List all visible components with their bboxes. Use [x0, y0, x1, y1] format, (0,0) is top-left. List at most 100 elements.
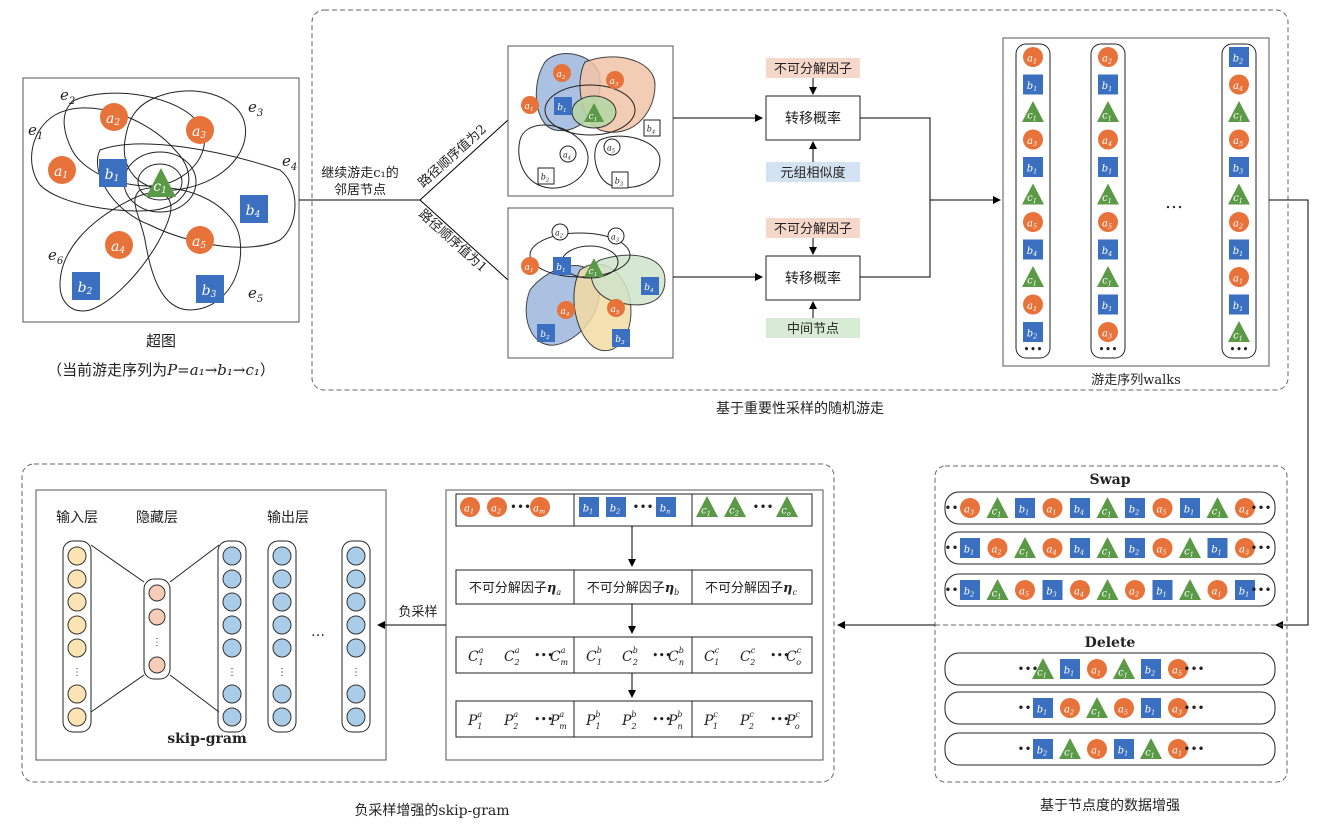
svg-text:b1: b1 [1027, 81, 1037, 93]
walk-node-b4: b4 [1023, 239, 1043, 260]
seq-end-2: ••• [1098, 343, 1117, 356]
row-ellipsis: ••• [1250, 541, 1271, 555]
svg-text:b3: b3 [615, 177, 623, 188]
svg-text:b1: b1 [1064, 665, 1074, 677]
neuron [148, 608, 166, 626]
neuron [346, 638, 366, 658]
walk-section-title: 基于重要性采样的随机游走 [716, 400, 884, 417]
node-b4: b4 [641, 277, 659, 295]
walk-node-a3: a3 [1023, 129, 1043, 150]
svg-text:b2: b2 [964, 586, 974, 598]
svg-text:a1: a1 [524, 102, 533, 113]
skipgram-model-label: skip-gram [167, 731, 247, 747]
svg-text:a4: a4 [1046, 544, 1056, 556]
svg-text:a4: a4 [1102, 136, 1112, 148]
svg-text:a3: a3 [1172, 704, 1182, 716]
svg-text:a5: a5 [1172, 665, 1182, 677]
svg-text:a3: a3 [611, 233, 619, 244]
aug-node-c1: c1 [986, 497, 1009, 518]
node-b2: b2 [537, 324, 555, 342]
svg-text:b4: b4 [1074, 504, 1084, 516]
transition-flow-top: 不可分解因子 转移概率 元组相似度 [673, 58, 861, 182]
svg-text:b2: b2 [541, 173, 549, 184]
neuron [67, 592, 87, 612]
aug-node-b1: b1 [1141, 698, 1161, 718]
aug-node-a4: a4 [1070, 580, 1090, 600]
svg-text:bn: bn [660, 503, 671, 515]
aug-node-b1: b1 [960, 538, 980, 558]
node-a1: a1 [521, 257, 539, 275]
aug-node-b1: b1 [1015, 498, 1035, 518]
aug-node-a4: a4 [1235, 498, 1255, 518]
walk-node-b1: b1 [1098, 294, 1118, 315]
svg-text:a3: a3 [964, 504, 974, 516]
svg-text:a5: a5 [1233, 136, 1243, 148]
walk-node-c1: c1 [1228, 183, 1250, 205]
row-ellipsis: ••• [1183, 742, 1204, 756]
svg-text:c1: c1 [1102, 588, 1112, 600]
neg-sampling-label: 负采样 [398, 605, 437, 620]
cell-ellipsis: ••• [534, 649, 553, 662]
aug-node-b4: b4 [1070, 538, 1090, 558]
aug-node-a3: a3 [960, 498, 980, 518]
svg-text:b1: b1 [1027, 163, 1037, 175]
svg-text:a5: a5 [610, 305, 619, 316]
aug-node-a4: a4 [1042, 538, 1063, 558]
svg-text:b2: b2 [1027, 328, 1037, 340]
node-a1: a1 [48, 156, 76, 184]
row-ellipsis: ••• [1017, 662, 1038, 676]
svg-text:c1: c1 [1102, 506, 1112, 518]
svg-text:b2: b2 [610, 503, 620, 515]
aug-node-c1: c1 [1096, 579, 1119, 600]
svg-text:a4: a4 [560, 307, 569, 318]
svg-text:b2: b2 [1145, 665, 1155, 677]
walk-node-a4: a4 [1229, 74, 1249, 95]
neuron [272, 707, 292, 727]
svg-text:c1: c1 [1118, 667, 1128, 679]
walk-node-a1: a1 [1023, 47, 1043, 67]
aug-node-a5: a5 [1152, 538, 1173, 558]
svg-text:b3: b3 [615, 335, 625, 346]
neuron [272, 546, 292, 566]
neuron [272, 569, 292, 589]
neuron [67, 546, 87, 566]
svg-text:b2: b2 [540, 330, 550, 341]
neuron [67, 615, 87, 635]
seq-end-3: ••• [1229, 343, 1248, 356]
svg-text:c1: c1 [1233, 330, 1243, 342]
svg-text:a5: a5 [1027, 218, 1037, 230]
node-a5: a5 [607, 299, 625, 317]
neuron-ellipsis: ⋮ [227, 667, 237, 678]
table-node-b1: b1 [579, 497, 599, 517]
svg-text:a3: a3 [1027, 136, 1037, 148]
svg-text:b1: b1 [1156, 586, 1166, 598]
svg-text:b1: b1 [1233, 301, 1243, 313]
svg-text:a1: a1 [1046, 504, 1056, 516]
svg-text:c1: c1 [589, 112, 598, 123]
aug-node-b2: b2 [1125, 538, 1145, 558]
svg-text:c1: c1 [1233, 193, 1243, 205]
svg-text:b1: b1 [1019, 504, 1029, 516]
walk-node-c1: c1 [1022, 183, 1044, 205]
node-b1: b1 [99, 159, 127, 187]
walk-node-a5: a5 [1098, 212, 1118, 232]
walk-node-b3: b3 [1229, 157, 1249, 177]
table-node-co: co [776, 496, 798, 517]
walk-node-c1: c1 [1022, 266, 1044, 287]
walk-node-c1: c1 [1022, 101, 1044, 122]
seq-end-1: ••• [1023, 343, 1042, 356]
output-ellipsis: … [311, 624, 325, 640]
svg-text:c1: c1 [1212, 506, 1222, 518]
node-b1: b1 [554, 97, 572, 115]
node-c1: c1 [584, 258, 604, 278]
svg-text:a4: a4 [563, 151, 571, 162]
svg-text:c1: c1 [1027, 193, 1037, 205]
neuron-ellipsis: ⋮ [72, 667, 82, 678]
